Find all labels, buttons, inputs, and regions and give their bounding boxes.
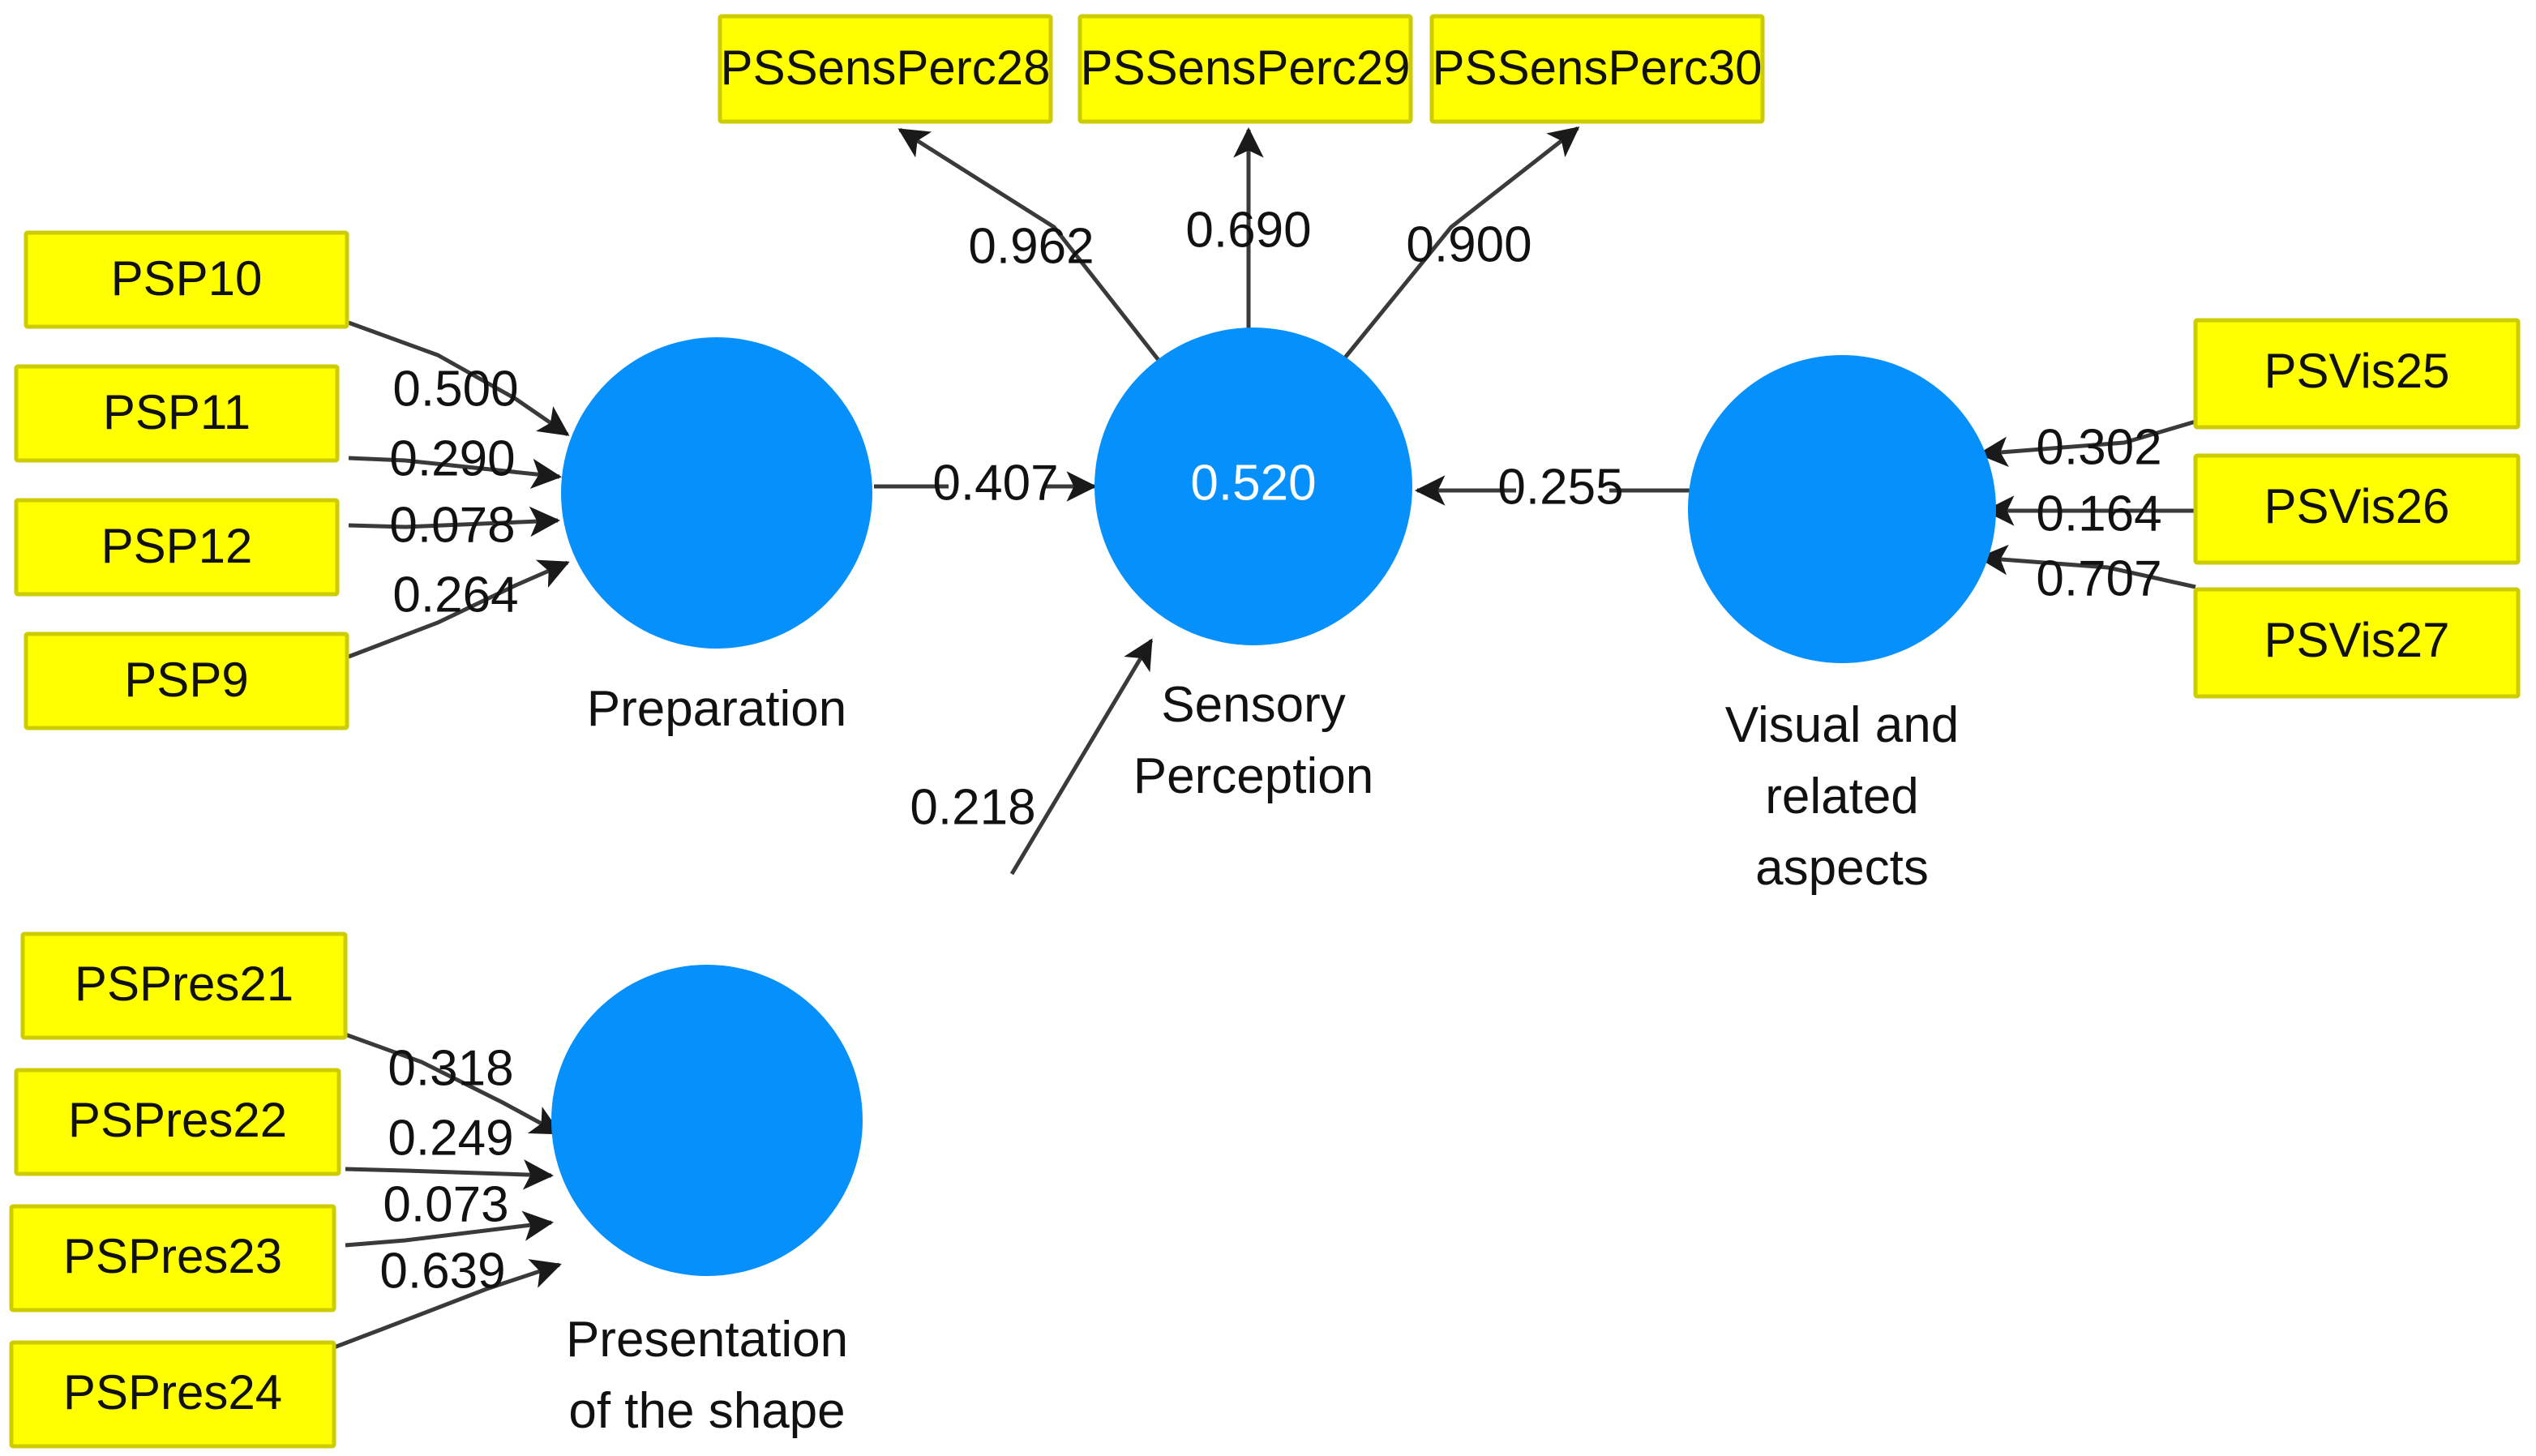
construct-label-line: Visual and bbox=[1725, 697, 1959, 753]
indicator-label: PSP9 bbox=[124, 653, 248, 707]
indicator-psp11[interactable]: PSP11 bbox=[14, 364, 340, 463]
edge-sensory-pssp28 bbox=[897, 127, 1163, 365]
label-group-structural: 0.407 0.255 0.218 bbox=[910, 455, 1623, 835]
loading-label-pspres23-presentation: 0.073 bbox=[383, 1176, 508, 1232]
indicator-label: PSPres24 bbox=[63, 1365, 282, 1420]
path-label-presentation-sensory: 0.218 bbox=[910, 779, 1035, 835]
edge-psp12-preparation bbox=[348, 506, 560, 537]
construct-label-line: aspects bbox=[1755, 840, 1929, 896]
indicator-label: PSPres22 bbox=[68, 1093, 287, 1147]
loading-label-psp10-preparation: 0.500 bbox=[392, 361, 518, 417]
edge-psp9-preparation bbox=[348, 559, 570, 659]
indicator-label: PSSensPerc29 bbox=[1081, 41, 1411, 95]
indicator-label: PSVis27 bbox=[2264, 613, 2449, 667]
r2-value-sensory: 0.520 bbox=[1190, 455, 1316, 511]
edge-psvis27-visual bbox=[1977, 544, 2196, 589]
edge-pspres22-presentation bbox=[345, 1159, 554, 1190]
indicator-label: PSSensPerc28 bbox=[721, 41, 1051, 95]
edge-psvis25-visual bbox=[1977, 419, 2196, 467]
indicator-pspres24[interactable]: PSPres24 bbox=[9, 1340, 336, 1449]
loading-label-psp11-preparation: 0.290 bbox=[389, 430, 515, 486]
loading-label-psp12-preparation: 0.078 bbox=[389, 497, 515, 553]
construct-label-line: Sensory bbox=[1161, 677, 1345, 733]
indicator-label: PSP12 bbox=[101, 519, 253, 573]
loading-label-sensory-pssp30: 0.900 bbox=[1406, 216, 1531, 272]
loading-label-psp9-preparation: 0.264 bbox=[392, 567, 518, 623]
indicator-pspres23[interactable]: PSPres23 bbox=[9, 1204, 336, 1313]
indicator-label: PSVis25 bbox=[2264, 344, 2449, 398]
loading-label-pspres22-presentation: 0.249 bbox=[388, 1110, 513, 1166]
indicator-pssensperc28[interactable]: PSSensPerc28 bbox=[718, 14, 1053, 124]
label-group-preparation-loadings: 0.500 0.290 0.078 0.264 bbox=[389, 361, 518, 623]
construct-label-line: related bbox=[1765, 769, 1919, 824]
indicator-label: PSPres21 bbox=[75, 957, 293, 1011]
edge-group-visual-loadings bbox=[1977, 419, 2196, 589]
indicator-psp9[interactable]: PSP9 bbox=[24, 632, 349, 730]
loading-label-psvis25-visual: 0.302 bbox=[2036, 419, 2161, 475]
edge-psp10-preparation bbox=[348, 320, 570, 437]
indicator-pssensperc30[interactable]: PSSensPerc30 bbox=[1429, 14, 1765, 124]
edge-presentation-sensory bbox=[1009, 638, 1154, 876]
edge-sensory-pssp30 bbox=[1340, 126, 1580, 363]
construct-preparation[interactable]: Preparation bbox=[561, 337, 872, 737]
path-label-visual-sensory: 0.255 bbox=[1497, 459, 1623, 515]
loading-label-sensory-pssp29: 0.690 bbox=[1185, 202, 1311, 258]
loading-label-psvis26-visual: 0.164 bbox=[2036, 486, 2161, 542]
indicator-pspres21[interactable]: PSPres21 bbox=[20, 931, 348, 1040]
edge-group-sensory-loadings bbox=[897, 126, 1580, 365]
loading-label-sensory-pssp28: 0.962 bbox=[968, 218, 1094, 274]
edge-pspres21-presentation bbox=[345, 1032, 562, 1136]
indicator-psvis26[interactable]: PSVis26 bbox=[2193, 453, 2521, 565]
indicator-label: PSP11 bbox=[103, 385, 251, 439]
label-group-sensory-loadings: 0.962 0.690 0.900 bbox=[968, 202, 1531, 274]
path-label-preparation-sensory: 0.407 bbox=[932, 455, 1058, 511]
edge-psp11-preparation bbox=[348, 456, 562, 490]
construct-sensory-perception[interactable]: 0.520 Sensory Perception bbox=[1095, 328, 1412, 804]
indicator-psvis25[interactable]: PSVis25 bbox=[2193, 318, 2521, 430]
label-group-visual-loadings: 0.302 0.164 0.707 bbox=[2036, 419, 2161, 606]
indicator-label: PSSensPerc30 bbox=[1433, 41, 1763, 95]
loading-label-pspres21-presentation: 0.318 bbox=[388, 1040, 513, 1096]
loading-label-pspres24-presentation: 0.639 bbox=[379, 1243, 505, 1299]
construct-label-line: Presentation bbox=[566, 1312, 848, 1368]
indicator-label: PSPres23 bbox=[63, 1229, 282, 1283]
edge-group-preparation-loadings bbox=[348, 320, 570, 659]
indicator-psp12[interactable]: PSP12 bbox=[14, 498, 340, 597]
edge-pspres23-presentation bbox=[345, 1210, 554, 1248]
construct-label-line: Preparation bbox=[587, 681, 847, 737]
indicator-psp10[interactable]: PSP10 bbox=[24, 230, 349, 329]
indicator-pspres22[interactable]: PSPres22 bbox=[14, 1068, 341, 1176]
label-group-presentation-loadings: 0.318 0.249 0.073 0.639 bbox=[379, 1040, 513, 1299]
indicator-label: PSVis26 bbox=[2264, 479, 2449, 533]
loading-label-psvis27-visual: 0.707 bbox=[2036, 550, 2161, 606]
construct-label-line: of the shape bbox=[568, 1383, 845, 1439]
construct-label-line: Perception bbox=[1133, 748, 1373, 804]
indicator-label: PSP10 bbox=[111, 251, 263, 306]
edge-group-structural bbox=[874, 486, 1690, 876]
construct-visual-and-related-aspects[interactable]: Visual and related aspects bbox=[1688, 355, 1996, 896]
indicator-psvis27[interactable]: PSVis27 bbox=[2193, 587, 2521, 699]
construct-presentation-of-the-shape[interactable]: Presentation of the shape bbox=[551, 965, 863, 1439]
indicator-pssensperc29[interactable]: PSSensPerc29 bbox=[1077, 14, 1413, 124]
